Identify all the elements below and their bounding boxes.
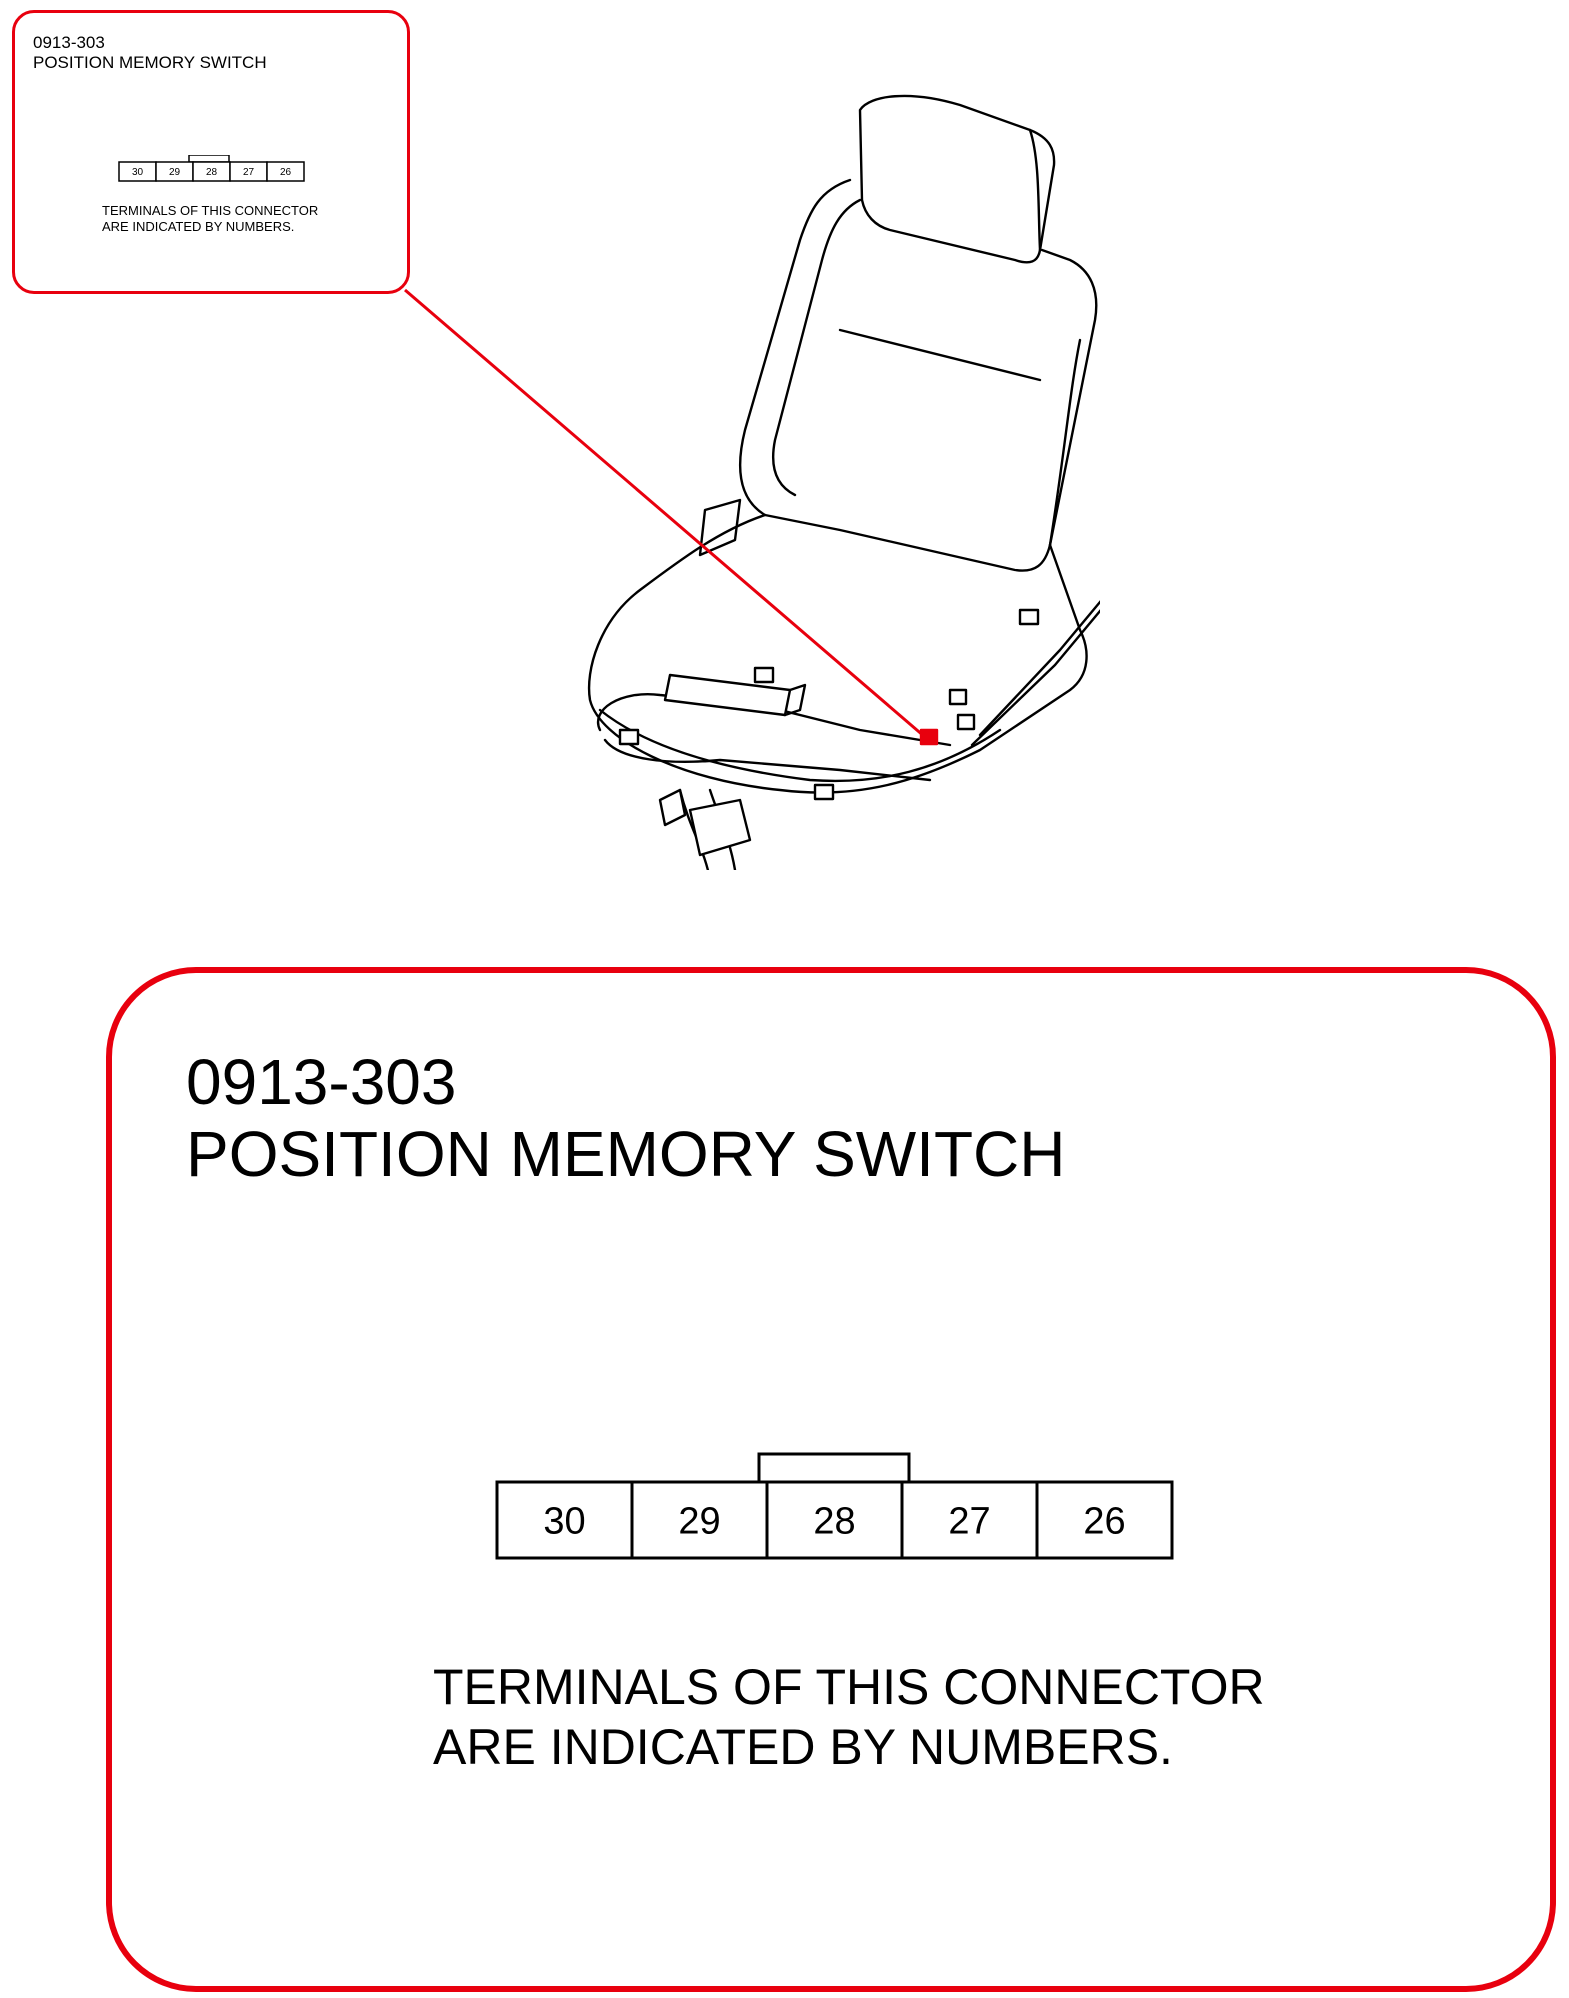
connector-block-1: [658, 788, 687, 827]
inset-connector-name: POSITION MEMORY SWITCH: [33, 53, 267, 72]
connector-f: [1018, 608, 1040, 626]
seat-illustration: [587, 94, 1100, 870]
position-memory-switch-connector: [919, 728, 939, 746]
seatback-inner: [772, 198, 862, 497]
inset-terminal-cell: [266, 161, 305, 182]
inset-note-line1: TERMINALS OF THIS CONNECTOR: [102, 203, 319, 218]
connector-a: [753, 666, 775, 684]
connector-name: POSITION MEMORY SWITCH: [186, 1118, 1066, 1190]
connector-d: [618, 728, 640, 746]
harness-2: [603, 738, 932, 782]
headrest: [858, 94, 1056, 264]
seatback-side: [1048, 338, 1082, 547]
harness-3: [978, 600, 1100, 737]
inset-callout: 0913-303 POSITION MEMORY SWITCH 30 29 28 27…: [12, 10, 410, 294]
connector-c: [956, 713, 976, 731]
callout-terminal-label: 29: [678, 1501, 720, 1543]
callout-terminal-label: 26: [1083, 1501, 1125, 1543]
seat-cushion: [587, 513, 1088, 794]
inset-connector-diagram: 30 29 28 27 26: [118, 155, 305, 182]
callout-terminal-cell: [1035, 1480, 1174, 1560]
seat-cushion-edge: [598, 708, 1002, 783]
inset-terminal-label: 30: [132, 167, 144, 178]
inset-terminal-label: 29: [169, 167, 181, 178]
callout-terminal-cell: [495, 1480, 634, 1560]
callout-terminal-label: 28: [813, 1501, 855, 1543]
harness-4: [970, 609, 1100, 747]
inset-terminal-label: 28: [206, 167, 218, 178]
connector-b: [948, 688, 968, 706]
note-line2: ARE INDICATED BY NUMBERS.: [433, 1719, 1173, 1775]
inset-note-line2: ARE INDICATED BY NUMBERS.: [102, 219, 295, 234]
connector-code: 0913-303: [186, 1046, 457, 1118]
seatback-seam: [838, 328, 1042, 382]
connector-e: [813, 783, 835, 801]
connector-diagram: 30 29 28 27 26: [495, 1452, 1174, 1560]
connector-callout: 0913-303 POSITION MEMORY SWITCH 30 29 28 27…: [106, 967, 1556, 1992]
note-line1: TERMINALS OF THIS CONNECTOR: [433, 1659, 1265, 1715]
callout-terminal-label: 27: [948, 1501, 990, 1543]
inset-note: TERMINALS OF THIS CONNECTOR ARE INDICATE…: [102, 203, 318, 235]
callout-terminal-label: 30: [543, 1501, 585, 1543]
inset-terminal-label: 27: [243, 167, 255, 178]
inset-connector-code: 0913-303: [33, 33, 105, 52]
inset-terminal-label: 26: [280, 167, 292, 178]
headrest-edge: [1028, 128, 1042, 252]
connector-block-2: [688, 798, 752, 857]
